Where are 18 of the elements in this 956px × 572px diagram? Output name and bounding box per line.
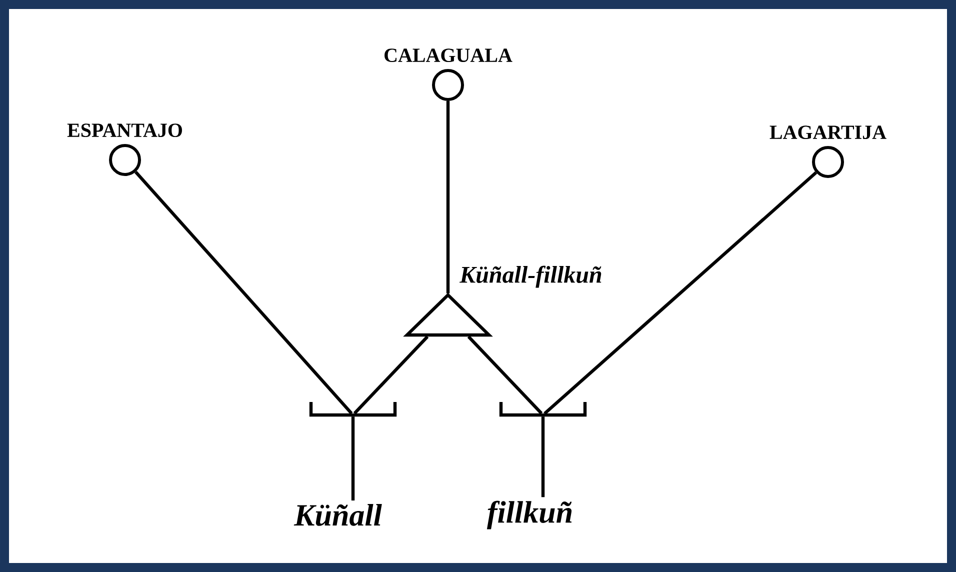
node-label: LAGARTIJA	[770, 126, 886, 140]
branch-line	[134, 170, 353, 414]
node-label: Küñall-fillkuñ	[459, 266, 602, 288]
circle-node: CALAGUALA	[384, 48, 512, 101]
branch-line	[541, 416, 545, 498]
circle-node: ESPANTAJO	[67, 124, 182, 176]
branch-line	[544, 171, 818, 415]
branch-line	[446, 101, 450, 294]
word-label: fillkuñ	[486, 500, 572, 530]
branch-line	[351, 416, 355, 500]
word-label: Küñall	[294, 504, 382, 526]
junction-bracket	[499, 402, 587, 417]
node-label: CALAGUALA	[384, 48, 512, 62]
junction-bracket	[309, 402, 397, 417]
branch-line	[353, 335, 429, 414]
branch-line	[467, 335, 543, 414]
circle-node: LAGARTIJA	[770, 126, 886, 178]
node-label: ESPANTAJO	[67, 124, 182, 138]
